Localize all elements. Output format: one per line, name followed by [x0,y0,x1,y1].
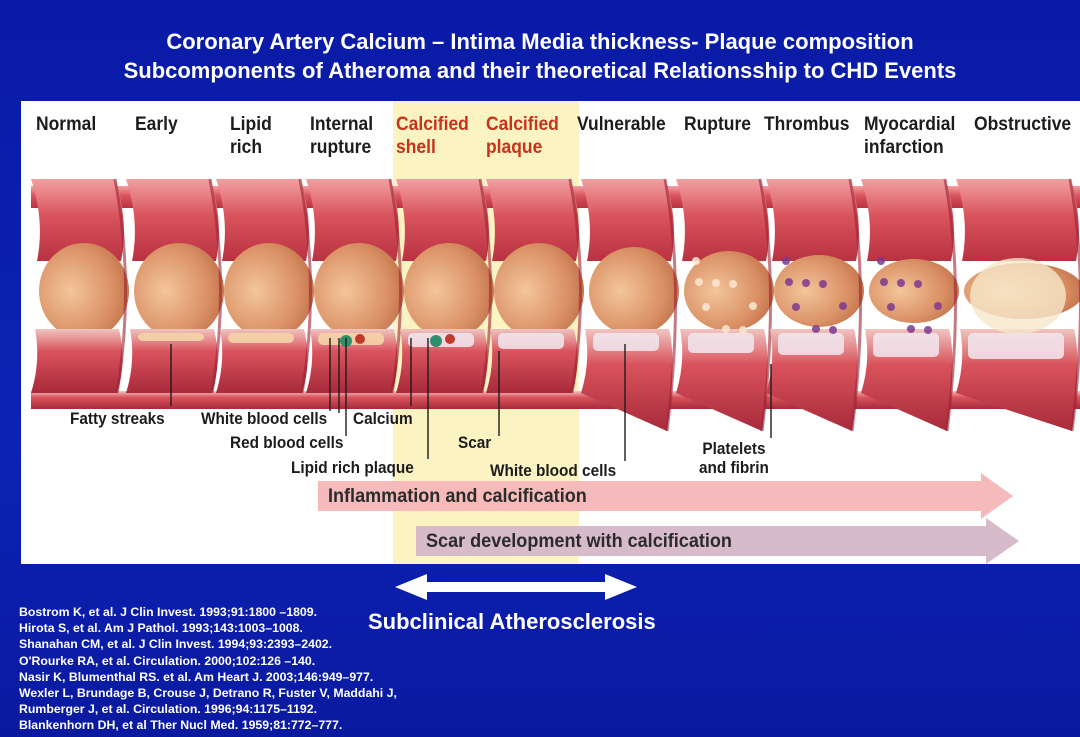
reference-item: Wexler L, Brundage B, Crouse J, Detrano … [19,686,397,701]
reference-item: Rumberger J, et al. Circulation. 1996;94… [19,702,318,717]
label-calcium: Calcium [353,410,413,428]
reference-item: Bostrom K, et al. J Clin Invest. 1993;91… [19,605,318,619]
label-fatty-streaks: Fatty streaks [70,410,165,428]
title-line-2: Subcomponents of Atheroma and their theo… [123,58,957,83]
artery-segment-obstructive [956,178,1080,432]
title-line-1: Coronary Artery Calcium – Intima Media t… [166,29,914,54]
reference-item: Shanahan CM, et al. J Clin Invest. 1994;… [19,637,333,652]
artery-segment-vulnerable [581,178,679,432]
scar-arrow-label: Scar development with calcification [426,531,732,552]
stage-label-normal: Normal [36,114,97,135]
stage-label-calcified-plaque: Calcified plaque [486,114,559,158]
label-lipid-rich-plaque: Lipid rich plaque [291,459,414,477]
stage-label-rupture: Rupture [684,114,752,135]
label-white-blood-cells-1: White blood cells [201,410,328,428]
inflammation-arrow-label: Inflammation and calcification [328,486,587,507]
stage-label-vulnerable: Vulnerable [577,114,666,135]
stage-label-thrombus: Thrombus [764,114,850,135]
reference-item: O'Rourke RA, et al. Circulation. 2000;10… [19,653,316,668]
artery-segment-calcified-plaque [486,178,584,394]
inflammation-arrow-shape [318,473,1013,519]
stage-label-myocardial-infarction: Myocardial infarction [864,114,956,158]
subclinical-label: Subclinical Atherosclerosis [368,609,656,634]
double-headed-arrow [395,574,637,600]
reference-item: Nasir K, Blumenthal RS. et al. Am Heart … [19,669,374,684]
reference-item: Hirota S, et al. Am J Pathol. 1993;143:1… [19,621,303,636]
label-red-blood-cells: Red blood cells [230,434,344,452]
artery-segment-lipid-rich [216,178,314,394]
label-scar: Scar [458,434,492,452]
artery-segment-normal [31,178,129,394]
stage-label-obstructive: Obstructive [974,114,1072,135]
stage-label-early: Early [135,114,178,135]
label-platelets-and-fibrin: Platelets and fibrin [699,440,769,477]
reference-item: Blankenhorn DH, et al Ther Nucl Med. 195… [19,718,343,733]
stage-label-calcified-shell: Calcified shell [396,114,469,158]
artery-segment-early [126,178,224,394]
stage-label-internal-rupture: Internal rupture [310,114,374,158]
artery-segment-calcified-shell [396,178,494,394]
references-list: Bostrom K, et al. J Clin Invest. 1993;91… [19,604,397,734]
diagram-panel: Normal Early Lipid rich Internal rupture… [21,101,1080,564]
stage-label-lipid-rich: Lipid rich [230,114,272,158]
scar-arrow-shape [416,518,1019,564]
artery-segment-internal-rupture [306,178,404,394]
artery-segment-myocardial-infarction [861,178,959,432]
artery-segment-thrombus [766,178,864,432]
artery-segment-rupture [676,178,774,432]
label-white-blood-cells-2: White blood cells [490,462,617,480]
artery-illustration [31,178,1080,564]
